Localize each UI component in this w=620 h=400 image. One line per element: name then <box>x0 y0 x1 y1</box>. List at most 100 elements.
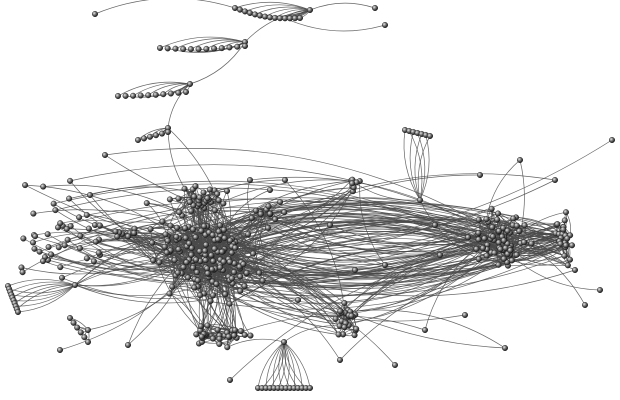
graph-node <box>422 327 429 334</box>
graph-node <box>246 176 253 183</box>
graph-node <box>281 209 288 216</box>
graph-node <box>231 4 238 11</box>
graph-edge <box>278 341 285 389</box>
graph-node <box>83 211 90 218</box>
graph-edge <box>98 248 215 271</box>
graph-node <box>517 156 524 163</box>
graph-edge <box>50 254 195 270</box>
graph-node <box>194 277 201 284</box>
graph-edge <box>233 243 441 273</box>
graph-edge <box>155 83 191 96</box>
graph-node <box>55 244 62 251</box>
graph-node <box>20 235 27 242</box>
graph-node <box>101 151 108 158</box>
graph-node <box>281 339 288 346</box>
graph-edge <box>269 197 479 221</box>
graph-node <box>251 11 258 18</box>
graph-edge <box>229 244 511 305</box>
graph-node <box>241 43 248 50</box>
graph-node <box>295 297 302 304</box>
graph-edge <box>273 341 285 389</box>
graph-edge <box>134 206 576 271</box>
graph-node <box>327 221 334 228</box>
graph-node <box>76 214 83 221</box>
graph-node <box>567 256 574 263</box>
graph-node <box>30 210 37 217</box>
graph-node <box>36 248 43 255</box>
graph-node <box>554 221 561 228</box>
graph-edge <box>86 214 168 253</box>
graph-node <box>204 195 211 202</box>
graph-node <box>582 302 589 309</box>
graph-edge <box>257 341 285 389</box>
graph-node <box>465 234 472 241</box>
graph-edge <box>13 284 76 302</box>
graph-node <box>189 226 196 233</box>
graph-node <box>560 226 567 233</box>
graph-node <box>241 8 248 15</box>
graph-node <box>495 210 502 217</box>
graph-node <box>561 252 568 259</box>
graph-node <box>91 10 98 17</box>
graph-edge <box>218 231 495 269</box>
graph-node <box>216 222 223 229</box>
graph-node <box>188 251 195 258</box>
graph-node <box>489 233 496 240</box>
graph-node <box>228 249 235 256</box>
graph-node <box>40 258 47 265</box>
graph-node <box>513 222 520 229</box>
graph-edge <box>80 233 505 274</box>
graph-node <box>252 207 259 214</box>
graph-node <box>191 284 198 291</box>
graph-node <box>504 227 511 234</box>
graph-edge <box>283 341 307 389</box>
graph-node <box>215 197 222 204</box>
graph-edge <box>148 83 191 96</box>
graph-node <box>31 245 38 252</box>
graph-edge <box>265 341 285 389</box>
graph-node <box>200 189 207 196</box>
graph-node <box>341 324 348 331</box>
graph-node <box>147 225 154 232</box>
graph-edge <box>260 213 483 255</box>
graph-node <box>572 267 579 274</box>
graph-edge <box>21 248 179 275</box>
graph-node <box>143 200 150 207</box>
graph-node <box>66 315 73 322</box>
graph-node <box>189 264 196 271</box>
graph-node <box>193 331 200 338</box>
graph-node <box>169 283 176 290</box>
graph-node <box>201 223 208 230</box>
graph-node <box>213 280 220 287</box>
graph-node <box>236 6 243 13</box>
graph-edge <box>509 254 601 291</box>
graph-node <box>226 300 233 307</box>
graph-edge <box>189 41 246 85</box>
graph-edge <box>104 148 505 238</box>
graph-node <box>226 377 233 384</box>
graph-node <box>152 132 159 139</box>
graph-node <box>208 266 215 273</box>
graph-node <box>32 233 39 240</box>
graph-node <box>427 132 434 139</box>
graph-edge <box>417 135 431 201</box>
graph-edge <box>507 246 566 267</box>
graph-edge <box>12 283 76 298</box>
graph-node <box>495 239 502 246</box>
graph-node <box>114 233 121 240</box>
graph-node <box>475 256 482 263</box>
graph-node <box>282 176 289 183</box>
graph-node <box>204 322 211 329</box>
graph-edge <box>350 309 506 349</box>
graph-node <box>63 225 70 232</box>
edges-layer <box>7 0 613 389</box>
nodes-layer <box>4 4 616 392</box>
graph-edge <box>53 203 218 242</box>
graph-node <box>44 231 51 238</box>
graph-node <box>45 243 52 250</box>
graph-node <box>52 207 59 214</box>
graph-edge <box>95 240 187 263</box>
graph-edge <box>223 189 271 230</box>
graph-node <box>272 14 279 21</box>
graph-node <box>77 329 84 336</box>
